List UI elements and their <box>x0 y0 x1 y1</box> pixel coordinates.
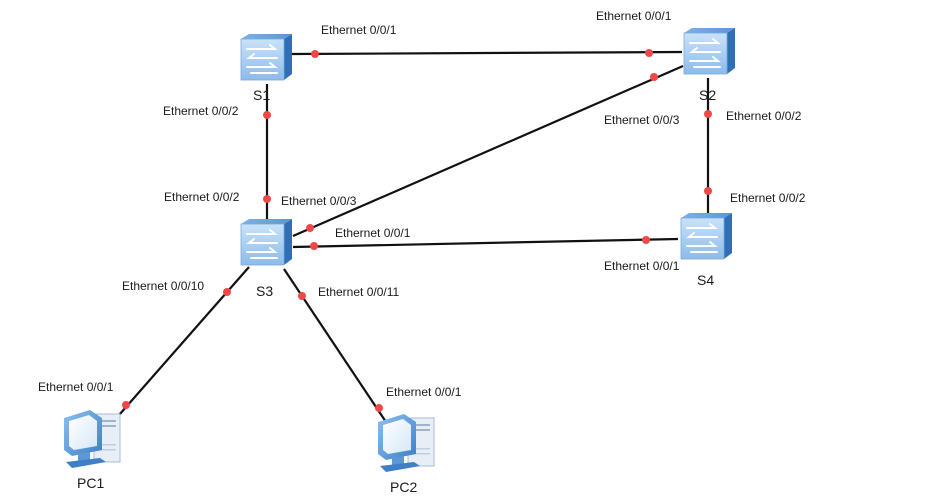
port-dot-s2-e001[interactable] <box>645 49 653 57</box>
port-label-s2-s4-b: Ethernet 0/0/2 <box>730 191 806 205</box>
port-labels: Ethernet 0/0/1 Ethernet 0/0/1 Ethernet 0… <box>38 9 806 399</box>
port-label-s1-s3-a: Ethernet 0/0/2 <box>163 104 239 118</box>
device-s2[interactable]: S2 <box>683 27 736 103</box>
link-s3-s4[interactable] <box>292 237 679 249</box>
port-label-s1-s2-b: Ethernet 0/0/1 <box>596 9 672 23</box>
link-s1-s2[interactable] <box>291 50 683 56</box>
port-label-s3-pc2-a: Ethernet 0/0/11 <box>318 285 399 299</box>
device-s1[interactable]: S1 <box>240 33 293 103</box>
port-label-s3-s4-a: Ethernet 0/0/1 <box>335 226 411 240</box>
device-label: S3 <box>256 283 273 299</box>
switch-icon <box>680 212 733 260</box>
port-label-s3-s4-b: Ethernet 0/0/1 <box>604 259 680 273</box>
device-pc2[interactable]: PC2 <box>377 413 435 495</box>
port-dot-s3-e001[interactable] <box>310 242 318 250</box>
port-dot-s2-e002[interactable] <box>704 110 712 118</box>
switch-icon <box>240 33 293 81</box>
switch-icon <box>240 218 293 266</box>
switch-icon <box>683 27 736 75</box>
port-dot-s4-e002[interactable] <box>704 187 712 195</box>
device-label: S4 <box>697 272 714 288</box>
port-dot-pc2-e001[interactable] <box>375 404 383 412</box>
pc-icon <box>377 413 435 473</box>
port-label-s2-s3-b: Ethernet 0/0/3 <box>281 194 357 208</box>
pc-icon <box>63 409 121 469</box>
port-label-s3-pc1-b: Ethernet 0/0/1 <box>38 380 114 394</box>
port-dot-s3-e002[interactable] <box>263 195 271 203</box>
port-label-s3-pc2-b: Ethernet 0/0/1 <box>386 385 462 399</box>
port-dot-s2-e003[interactable] <box>650 73 658 81</box>
port-dot-s3-e0011[interactable] <box>298 292 306 300</box>
device-s4[interactable]: S4 <box>680 212 733 288</box>
port-label-s2-s4-a: Ethernet 0/0/2 <box>726 109 802 123</box>
port-dot-s3-e003[interactable] <box>306 224 314 232</box>
port-label-s1-s3-b: Ethernet 0/0/2 <box>164 190 240 204</box>
port-dot-s1-e001[interactable] <box>311 50 319 58</box>
port-dot-s1-e002[interactable] <box>263 111 271 119</box>
device-pc1[interactable]: PC1 <box>63 409 121 491</box>
port-label-s2-s3-a: Ethernet 0/0/3 <box>604 113 680 127</box>
port-dot-pc1-e001[interactable] <box>122 401 130 409</box>
device-s3[interactable]: S3 <box>240 218 293 299</box>
port-label-s1-s2-a: Ethernet 0/0/1 <box>321 23 397 37</box>
port-dot-s3-e0010[interactable] <box>223 288 231 296</box>
device-label: S1 <box>253 87 270 103</box>
link-s2-s3[interactable] <box>292 64 684 238</box>
port-dot-s4-e001[interactable] <box>642 236 650 244</box>
device-label: PC1 <box>77 475 104 491</box>
port-label-s3-pc1-a: Ethernet 0/0/10 <box>122 279 204 293</box>
port-dots <box>122 49 712 412</box>
device-label: S2 <box>699 87 716 103</box>
device-label: PC2 <box>390 479 417 495</box>
